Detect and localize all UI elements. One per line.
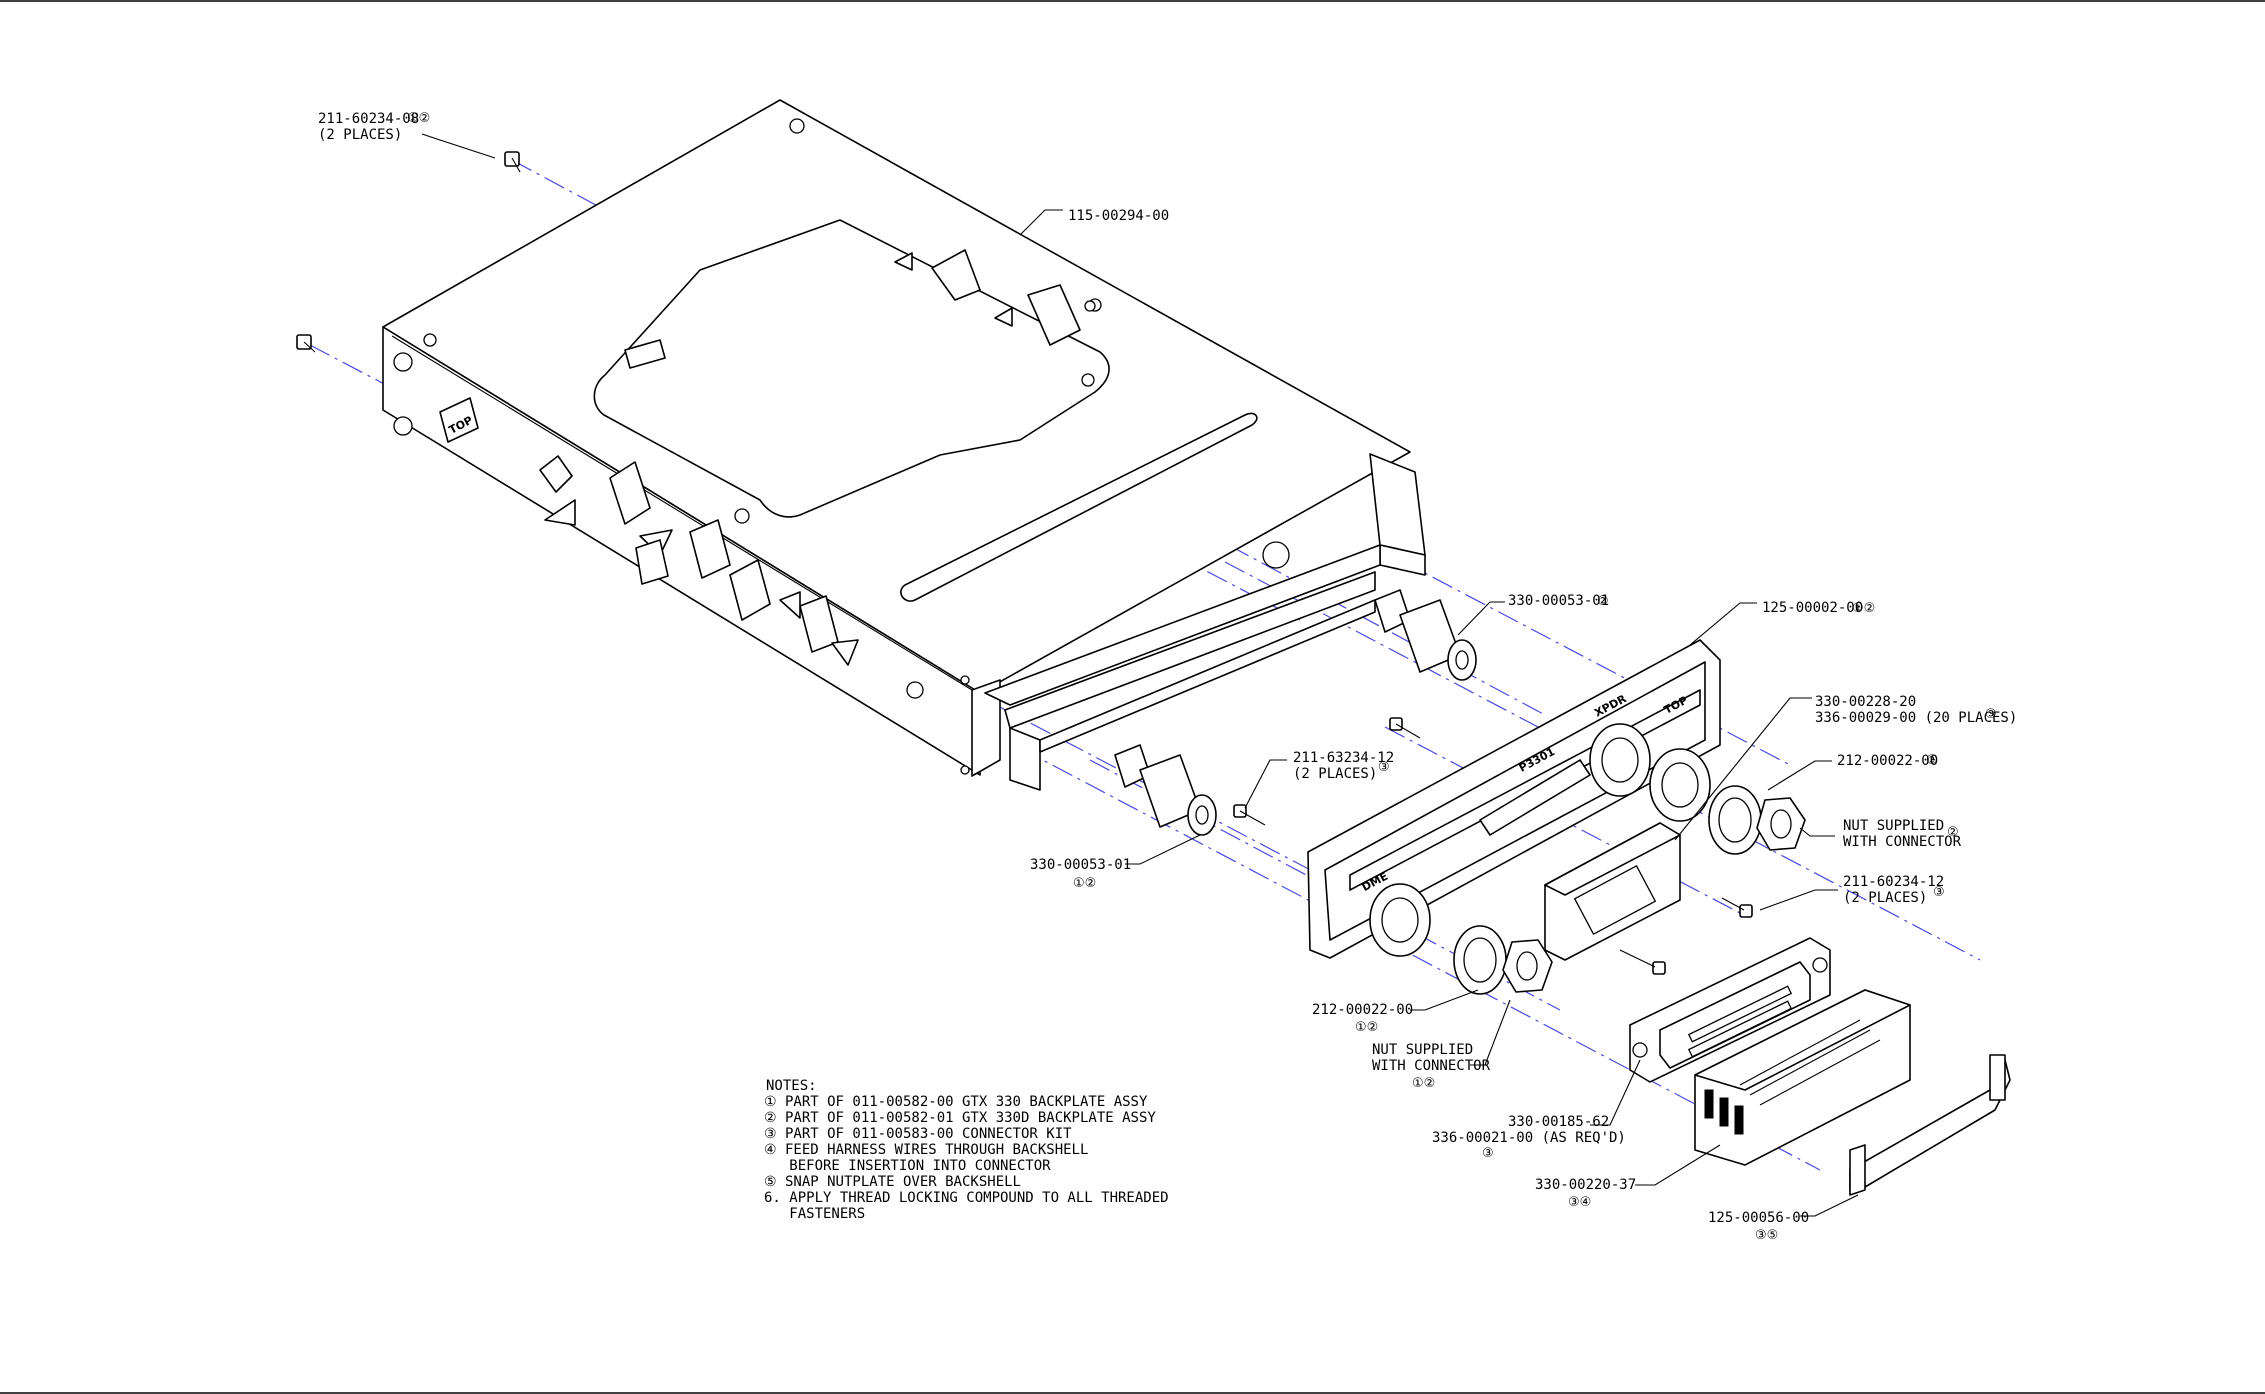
notes-title: NOTES: xyxy=(766,1078,817,1094)
nut-right xyxy=(1756,797,1806,851)
callouts: 211-60234-08 ①② (2 PLACES) 115-00294-00 … xyxy=(318,111,2017,1243)
callout-contacts-line2: 336-00029-00 (20 PLACES) xyxy=(1815,710,2017,726)
callout-washer-lower-sym: ①② xyxy=(1355,1020,1378,1035)
callout-dsub-line2: 336-00021-00 (AS REQ'D) xyxy=(1432,1130,1626,1146)
washer-right xyxy=(1708,785,1762,855)
callout-backplate-sym: ①② xyxy=(1852,601,1875,616)
callout-bnc-upper-part: 330-00053-01 xyxy=(1508,593,1609,609)
note-line-4: ④ FEED HARNESS WIRES THROUGH BACKSHELL xyxy=(764,1142,1088,1158)
note-line-1: ① PART OF 011-00582-00 GTX 330 BACKPLATE… xyxy=(764,1094,1148,1110)
screw-right-2 xyxy=(1619,949,1666,975)
note-line-6: ⑤ SNAP NUTPLATE OVER BACKSHELL xyxy=(764,1174,1021,1190)
bnc-connector-lower xyxy=(1114,744,1217,836)
note-line-3: ③ PART OF 011-00583-00 CONNECTOR KIT xyxy=(764,1126,1072,1142)
callout-screw-mid-sub: (2 PLACES) xyxy=(1293,766,1377,782)
callout-screw-right-part: 211-60234-12 xyxy=(1843,874,1944,890)
callout-backplate-part: 125-00002-00 xyxy=(1762,600,1863,616)
note-line-2: ② PART OF 011-00582-01 GTX 330D BACKPLAT… xyxy=(764,1110,1156,1126)
note-line-5: BEFORE INSERTION INTO CONNECTOR xyxy=(764,1158,1051,1174)
screw-mid-2 xyxy=(1233,804,1266,826)
callout-washer-lower-part: 212-00022-00 xyxy=(1312,1002,1413,1018)
screw-right-1 xyxy=(1721,897,1753,918)
callout-screw-top-sym: ①② xyxy=(407,111,430,126)
callout-contacts-part: 330-00228-20 xyxy=(1815,694,1916,710)
mounting-tray: TOP xyxy=(382,99,1426,791)
callout-screw-top-sub: (2 PLACES) xyxy=(318,127,402,143)
callout-screw-right-sub: (2 PLACES) xyxy=(1843,890,1927,906)
washer-lower xyxy=(1453,925,1507,995)
callout-backshell-sym: ③④ xyxy=(1568,1195,1591,1210)
notes-block: NOTES: ① PART OF 011-00582-00 GTX 330 BA… xyxy=(764,1078,1169,1222)
backshell xyxy=(1694,989,1911,1166)
callout-washer-right-sym: ② xyxy=(1926,753,1938,768)
dsub-connector xyxy=(1629,937,1831,1083)
callout-backshell-part: 330-00220-37 xyxy=(1535,1177,1636,1193)
callout-nut-lower-line1: NUT SUPPLIED xyxy=(1372,1042,1473,1058)
callout-dsub-part: 330-00185-62 xyxy=(1508,1114,1609,1130)
nutplate xyxy=(1849,1054,2011,1196)
callout-screw-mid-sym: ③ xyxy=(1378,760,1390,775)
callout-bnc-upper-sym: ② xyxy=(1597,594,1609,609)
leader-lines xyxy=(421,133,1859,1217)
callout-bnc-lower-sym: ①② xyxy=(1073,876,1096,891)
callout-screw-right-sym: ③ xyxy=(1933,885,1945,900)
screw-top-1 xyxy=(504,151,521,173)
callout-nut-lower-sym: ①② xyxy=(1412,1076,1435,1091)
note-line-8: FASTENERS xyxy=(764,1206,865,1222)
callout-screw-mid-part: 211-63234-12 xyxy=(1293,750,1394,766)
callout-contacts-sym: ③ xyxy=(1985,707,1997,722)
callout-nutplate-part: 125-00056-00 xyxy=(1708,1210,1809,1226)
nut-lower xyxy=(1502,939,1553,993)
callout-bnc-lower-part: 330-00053-01 xyxy=(1030,857,1131,873)
screw-mid-1 xyxy=(1389,717,1421,739)
screw-top-2 xyxy=(296,334,316,353)
callout-nut-right-line1: NUT SUPPLIED xyxy=(1843,818,1944,834)
callout-nut-right-line2: WITH CONNECTOR xyxy=(1843,834,1962,850)
callout-nutplate-sym: ③⑤ xyxy=(1755,1228,1778,1243)
bnc-connector-upper xyxy=(1374,589,1477,681)
note-line-7: 6. APPLY THREAD LOCKING COMPOUND TO ALL … xyxy=(764,1190,1169,1206)
callout-dsub-sym: ③ xyxy=(1482,1146,1494,1161)
callout-tray-part: 115-00294-00 xyxy=(1068,208,1169,224)
contact-block xyxy=(1544,822,1681,961)
backplate: TOP XPDR DME P3301 xyxy=(1307,639,1721,959)
callout-washer-right-part: 212-00022-00 xyxy=(1837,753,1938,769)
callout-nut-right-sym: ② xyxy=(1947,825,1959,840)
callout-screw-top-part: 211-60234-08 xyxy=(318,111,419,127)
callout-nut-lower-line2: WITH CONNECTOR xyxy=(1372,1058,1491,1074)
